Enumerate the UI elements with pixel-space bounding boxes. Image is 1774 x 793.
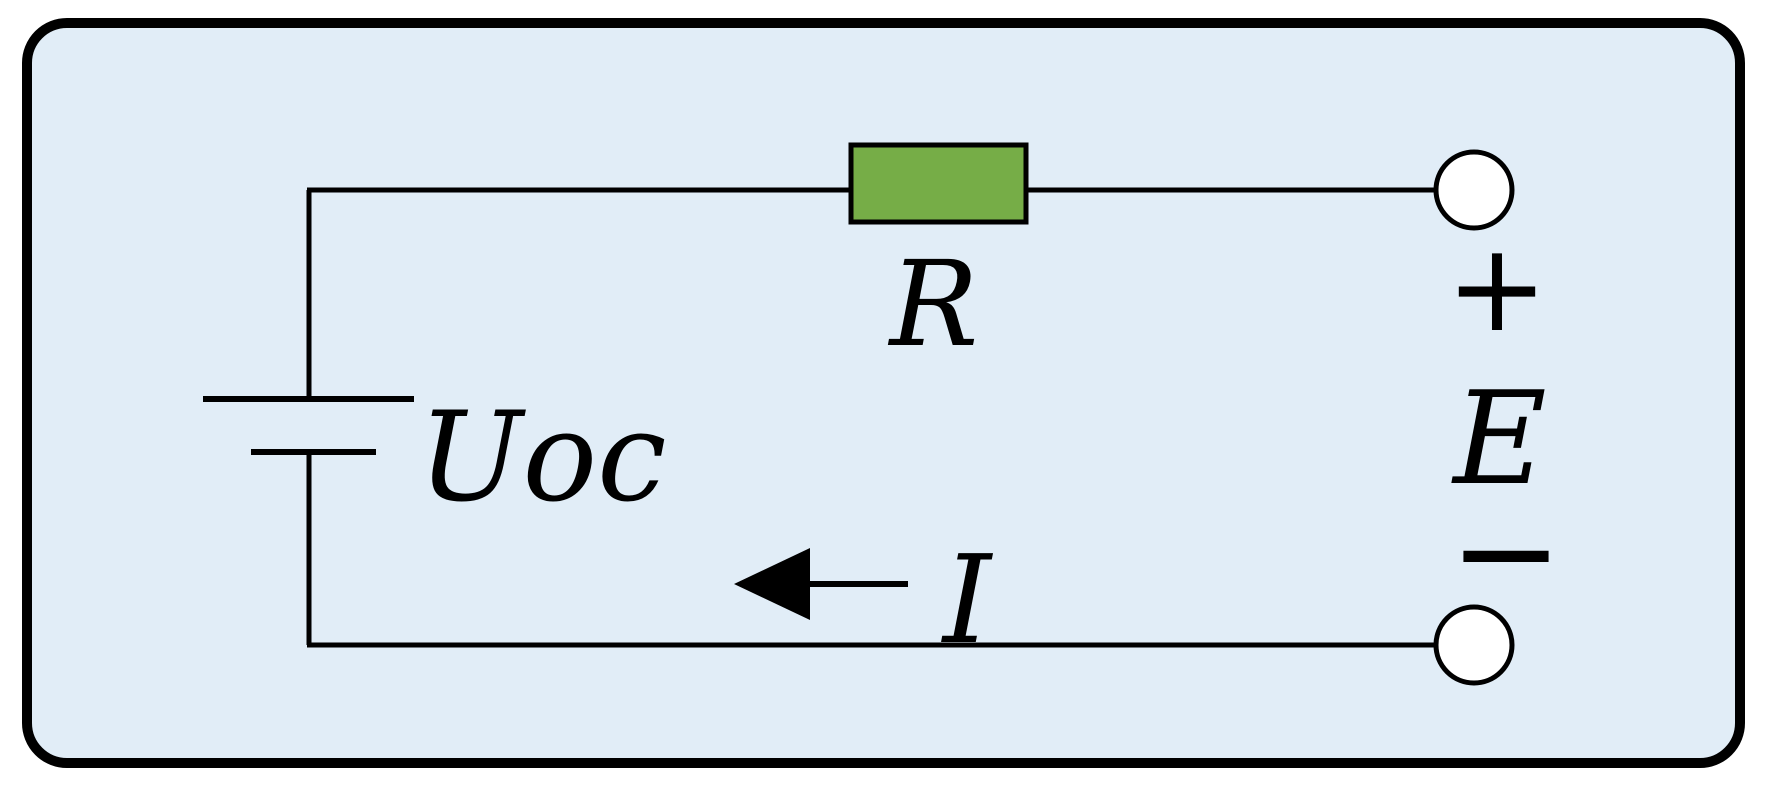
terminal-voltage-label: E	[1451, 365, 1546, 514]
positive-sign-label: +	[1446, 217, 1548, 359]
positive-terminal	[1433, 149, 1515, 231]
voltage-source	[203, 396, 414, 455]
diagram-panel	[22, 18, 1745, 768]
resistor	[848, 142, 1029, 225]
negative-sign-label: −	[1449, 474, 1563, 632]
current-arrow-head-icon	[734, 548, 810, 620]
circuit-wires	[306, 187, 1435, 648]
current-label: I	[941, 529, 994, 671]
source-label: Uoc	[418, 386, 667, 530]
negative-terminal	[1433, 604, 1515, 686]
current-arrow	[734, 548, 908, 620]
resistor-label: R	[888, 235, 979, 373]
